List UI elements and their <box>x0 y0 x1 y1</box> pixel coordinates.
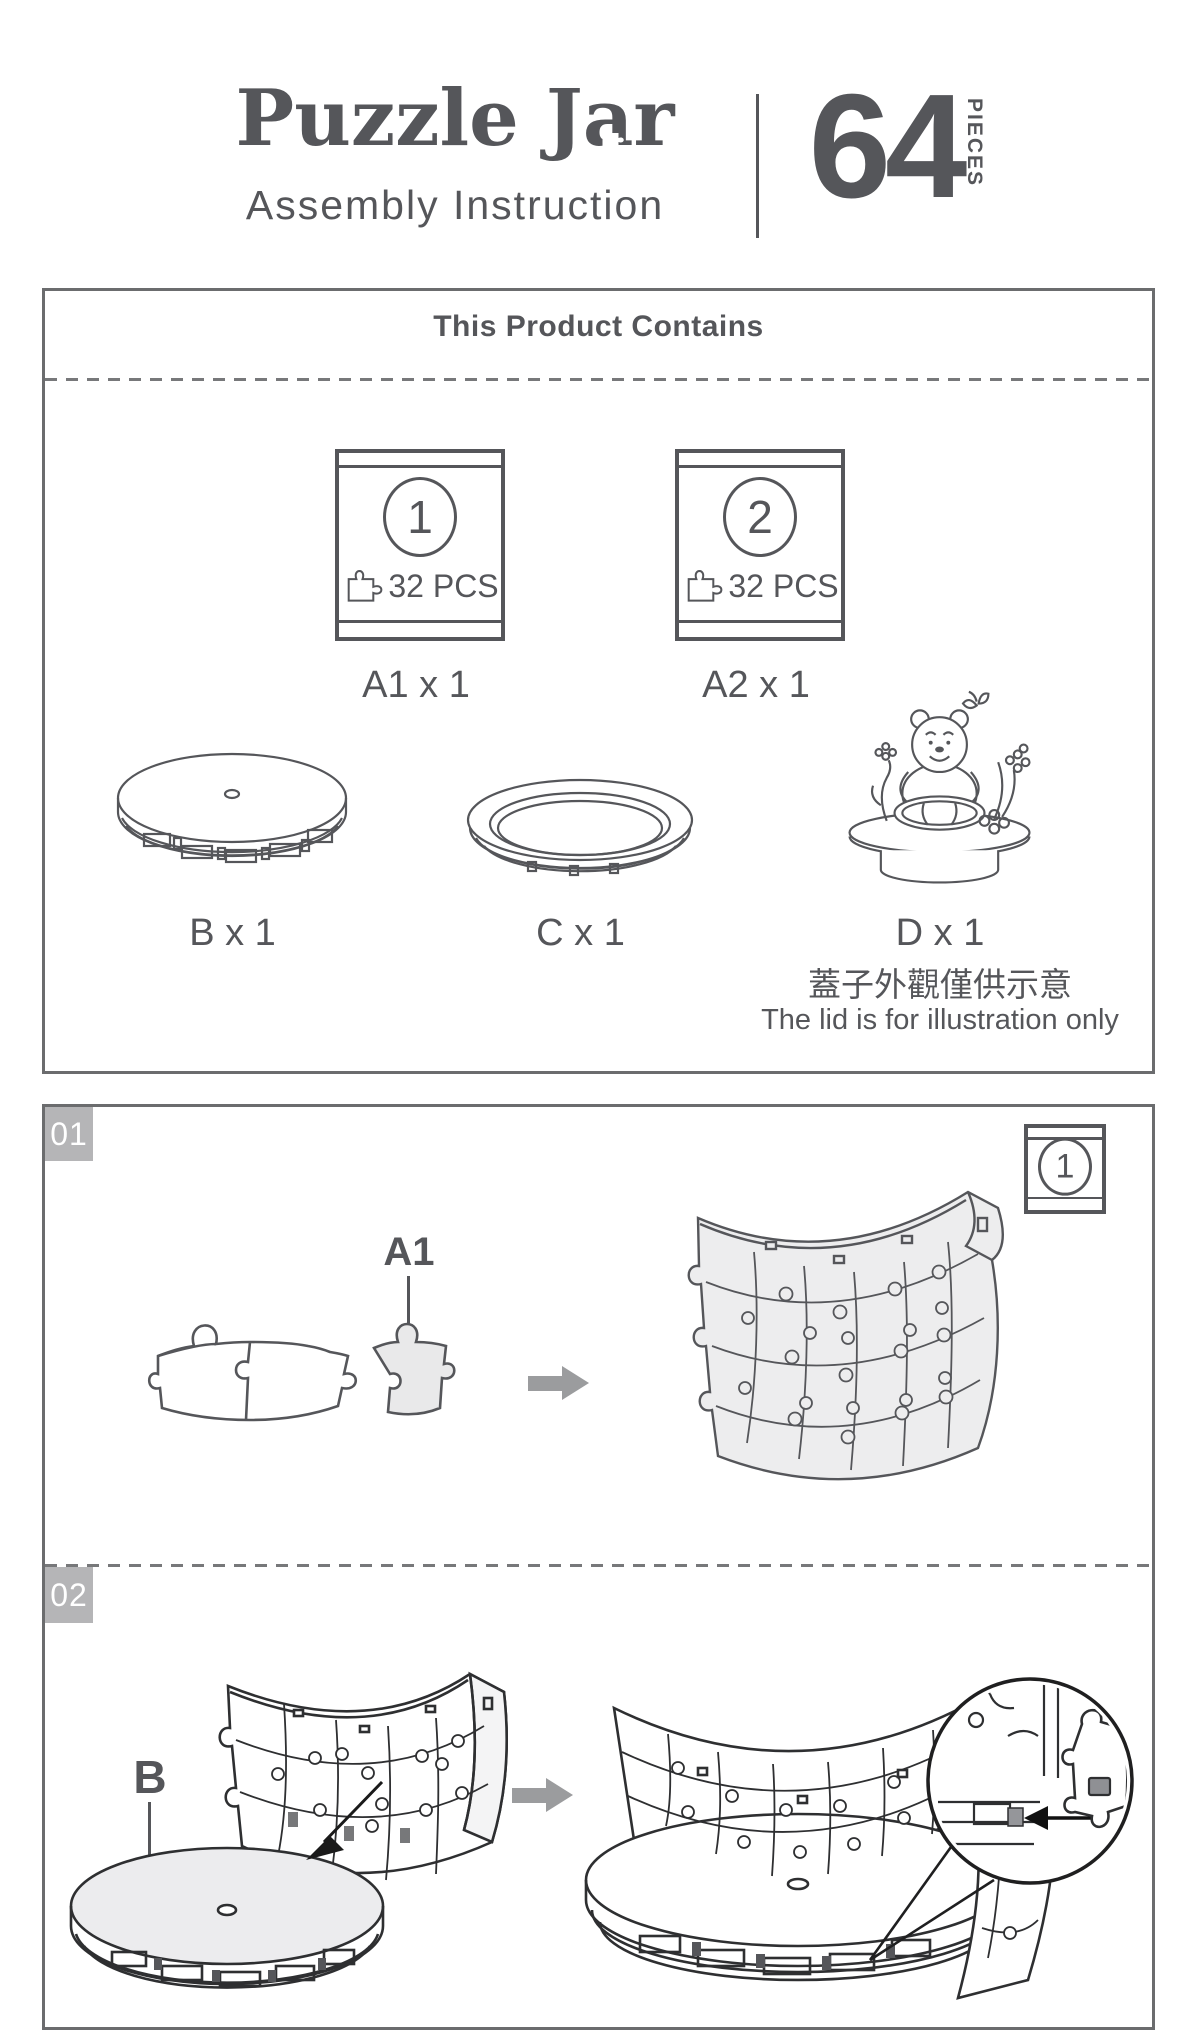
puzzle-knockout-icon <box>602 127 624 147</box>
bag-pcs-row: 32 PCS <box>679 565 841 607</box>
bag-seal <box>679 465 841 468</box>
bag-a2: 2 32 PCS <box>675 449 845 641</box>
part-d-label: D x 1 <box>895 912 985 954</box>
puzzle-piece-icon <box>348 570 383 602</box>
page-title: Puzzle Jar <box>235 73 675 164</box>
contents-panel <box>42 288 1155 1074</box>
bag-a1: 1 32 PCS <box>335 449 505 641</box>
piece-unit-label: PIECES <box>963 98 986 188</box>
bag-number: 1 <box>407 491 433 543</box>
step2-open-wall-illustration <box>218 1671 508 1881</box>
step1-callout-a1: A1 <box>383 1230 435 1274</box>
callout-leader-line <box>407 1276 410 1358</box>
bag-seal <box>679 620 841 623</box>
step2-badge: 02 <box>45 1567 93 1623</box>
bag-pcs-label: 32 PCS <box>388 567 499 604</box>
step1-assembled-wall-illustration <box>687 1190 1004 1481</box>
bag-number-badge: 1 <box>383 477 457 557</box>
step2-magnifier-detail <box>868 1677 1134 1962</box>
bag-number-badge: 2 <box>723 477 797 557</box>
step1-arrow-icon <box>528 1366 589 1400</box>
bag-pcs-label: 32 PCS <box>728 567 839 604</box>
bag-a1-label: A1 x 1 <box>362 664 470 706</box>
bag-a2-label: A2 x 1 <box>702 664 810 706</box>
step1-bag-icon: 1 <box>1024 1124 1106 1214</box>
step2-callout-b: B <box>133 1751 167 1803</box>
part-d-lid-illustration <box>848 690 1031 884</box>
contents-title: This Product Contains <box>433 310 764 343</box>
puzzle-piece-icon <box>688 570 723 602</box>
bag-seal <box>1028 1196 1102 1199</box>
steps-divider <box>45 1564 1152 1567</box>
callout-leader-line <box>148 1802 151 1884</box>
lid-note-zh: 蓋子外觀僅供示意 <box>808 965 1072 1004</box>
piece-count: 64 <box>808 64 968 229</box>
bag-number-badge: 1 <box>1038 1137 1092 1196</box>
part-c-ring-illustration <box>466 778 694 877</box>
lid-note-en: The lid is for illustration only <box>761 1004 1119 1036</box>
part-b-base-illustration <box>116 752 348 864</box>
step2-arrow-icon <box>512 1778 573 1812</box>
single-puzzle-piece-illustration <box>372 1322 456 1416</box>
header-divider <box>756 94 759 238</box>
contents-divider <box>45 378 1152 381</box>
step1-badge: 01 <box>45 1107 93 1161</box>
bag-pcs-row: 32 PCS <box>339 565 501 607</box>
part-b-label: B x 1 <box>189 912 276 954</box>
joined-puzzle-pieces-illustration <box>147 1324 358 1422</box>
bag-seal <box>339 620 501 623</box>
page-subtitle: Assembly Instruction <box>245 182 665 228</box>
step2-base-disc-illustration <box>69 1846 385 1989</box>
bag-number: 2 <box>747 491 773 543</box>
part-c-label: C x 1 <box>536 912 625 954</box>
bag-seal <box>339 465 501 468</box>
bag-number: 1 <box>1055 1147 1075 1186</box>
step2-insert-arrow-icon <box>306 1780 384 1860</box>
